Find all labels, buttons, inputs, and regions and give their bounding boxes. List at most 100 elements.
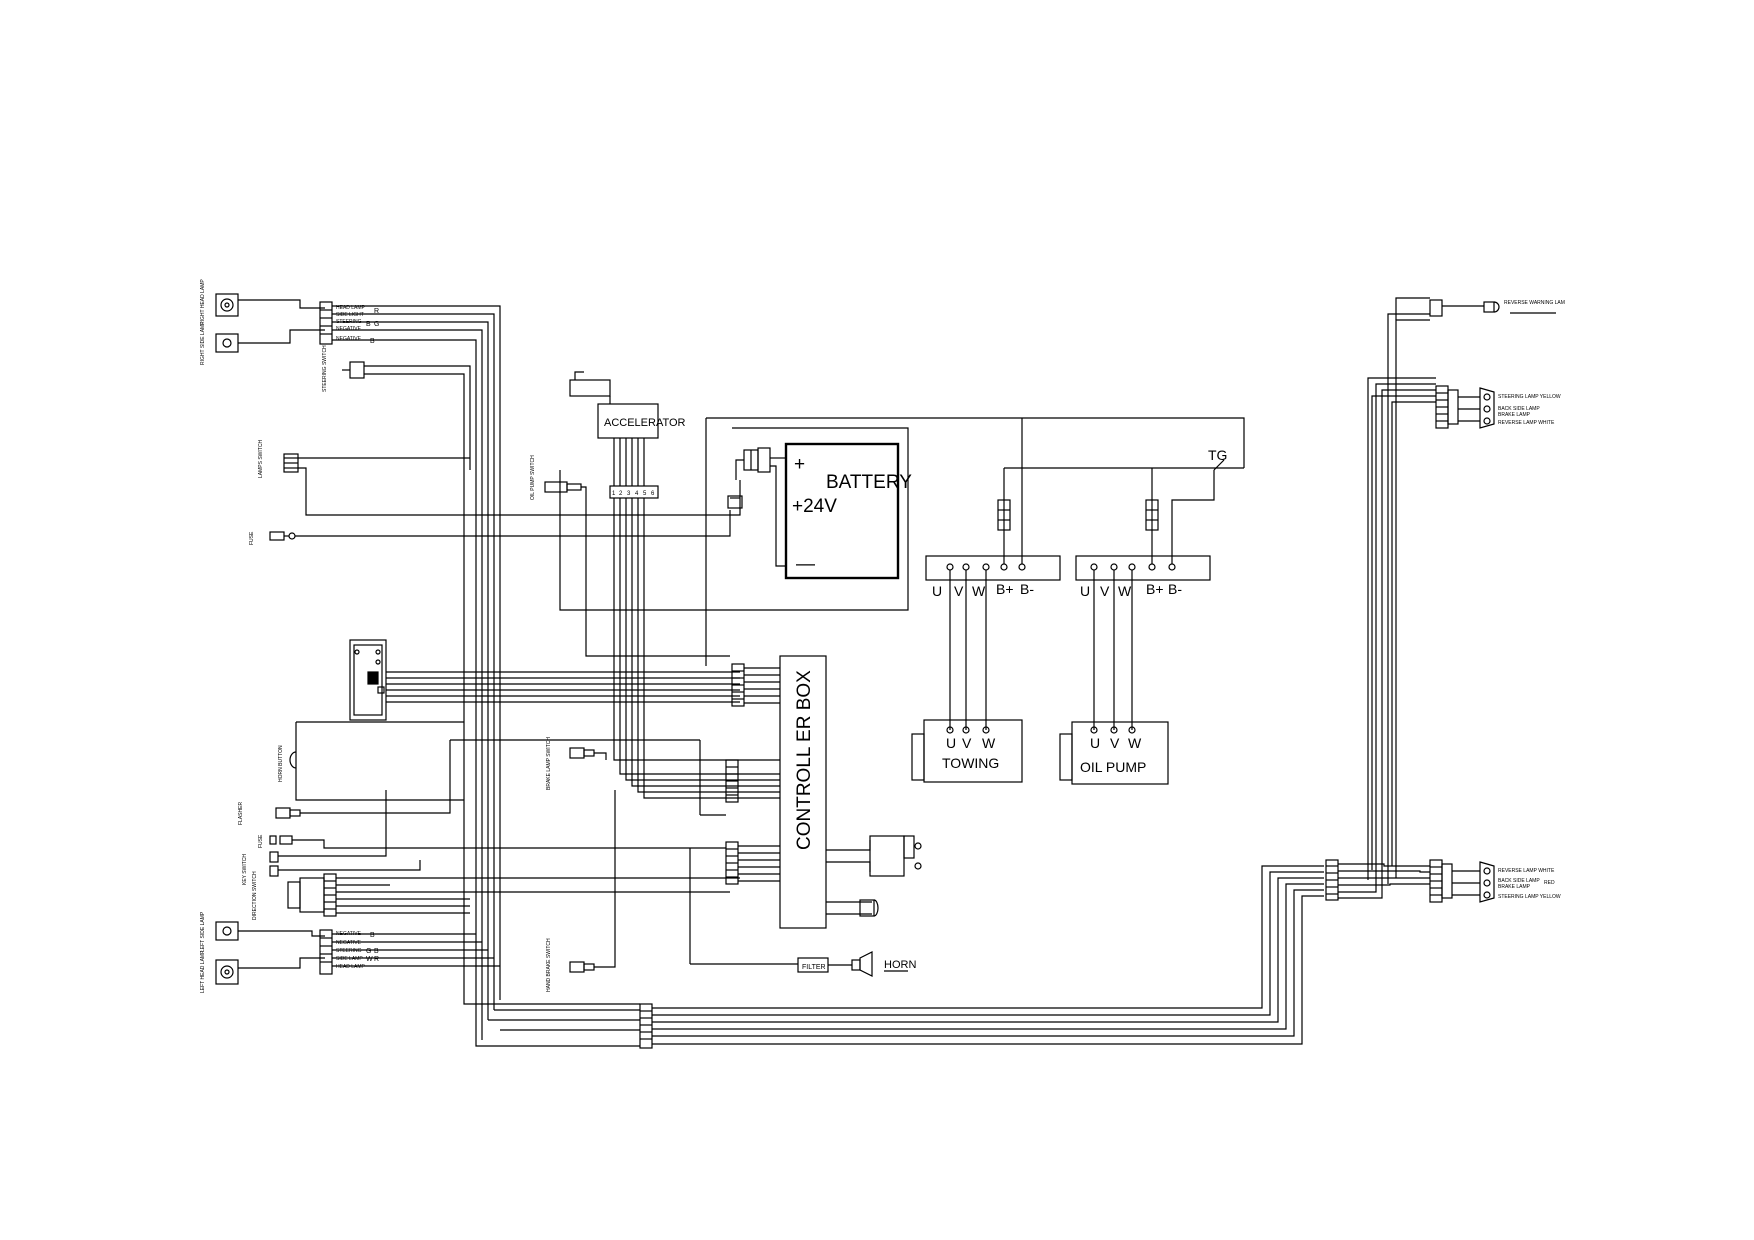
top-wire-color-4: B (370, 338, 375, 345)
horn-button-label: HORN BUTTON (278, 745, 284, 782)
top-wire-color-1: R (374, 308, 379, 315)
towing-ctrl-bplus: B+ (996, 581, 1014, 597)
top-wire-color-2: B (366, 321, 371, 328)
battery-plus: + (794, 454, 805, 475)
towing-motor-w: W (982, 735, 996, 751)
acc-pin-6: 6 (651, 491, 655, 497)
oil-motor-w: W (1128, 735, 1142, 751)
oil-pump-switch-label: OIL PUMP SWITCH (530, 455, 536, 500)
left-head-lamp-label: LEFT HEAD LAMP (200, 950, 206, 993)
oil-pump-switch (544, 481, 730, 657)
left-head-lamp (215, 957, 325, 985)
acc-pin-1: 1 (612, 491, 616, 497)
controller-box: CONTROLL ER BOX (779, 655, 827, 929)
direction-switch-label: DIRECTION SWITCH (252, 871, 258, 920)
controller-connector-top (731, 663, 780, 707)
acc-pin-5: 5 (643, 491, 647, 497)
upper-lamp-4: REVERSE LAMP WHITE (1498, 420, 1555, 426)
right-side-lamp (215, 329, 325, 353)
top-left-connector: HEAD LAMP SIDE LIGHT STEERING NEGATIVE N… (319, 301, 379, 345)
left-side-lamp (215, 921, 325, 941)
battery: + BATTERY +24V — (559, 417, 1245, 666)
bottom-conn-label-5: HEAD LAMP (336, 964, 366, 970)
controller-label: CONTROLL ER BOX (794, 670, 815, 850)
battery-minus: — (796, 554, 815, 575)
fuse-middle-label: FUSE (258, 834, 264, 848)
acc-pin-4: 4 (635, 491, 639, 497)
lower-lamp-4: STEERING LAMP YELLOW (1498, 894, 1561, 900)
direction-switch (287, 873, 740, 917)
accelerator: ACCELERATOR 1 2 3 4 5 6 (569, 371, 780, 799)
filter: FILTER (689, 848, 852, 973)
lower-lamp-2: BACK SIDE LAMP (1498, 878, 1540, 884)
towing-ctrl-w: W (972, 583, 986, 599)
hand-brake-switch-label: HAND BRAKE SWITCH (546, 938, 552, 992)
key-switch (269, 790, 421, 877)
oil-pump-controller: U V W B+ B- (1075, 468, 1215, 730)
battery-voltage: +24V (792, 496, 837, 517)
right-trunk-connector (1325, 859, 1339, 901)
upper-lamp-3: BRAKE LAMP (1498, 412, 1531, 418)
upper-lamp-1: STEERING LAMP YELLOW (1498, 394, 1561, 400)
towing-motor-u: U (946, 735, 956, 751)
horn: HORN (851, 951, 916, 977)
flasher (275, 740, 451, 819)
bottom-conn-label-3: STEERING (336, 948, 362, 954)
battery-connector (727, 447, 786, 567)
flasher-label: FLASHER (238, 802, 244, 825)
brake-lamp-switch-label: BRAKE LAMP SWITCH (546, 737, 552, 790)
lower-rear-lamps: REVERSE LAMP WHITE BACK SIDE LAMP BRAKE … (1429, 859, 1561, 903)
towing-ctrl-u: U (932, 583, 942, 599)
bottom-wire-color-4: W (366, 956, 373, 963)
towing-ctrl-v: V (954, 583, 964, 599)
towing-motor: U V W TOWING (911, 719, 1023, 783)
oil-ctrl-w: W (1118, 583, 1132, 599)
bottom-trunk-connector (639, 1003, 653, 1049)
bottom-plug (826, 899, 879, 917)
right-head-lamp (215, 293, 325, 317)
steering-switch (342, 361, 471, 1000)
horn-label: HORN (884, 959, 916, 971)
lower-lamp-3: BRAKE LAMP (1498, 884, 1531, 890)
top-conn-label-4: NEGATIVE (336, 326, 362, 332)
oil-ctrl-bminus: B- (1168, 581, 1182, 597)
oil-motor-u: U (1090, 735, 1100, 751)
hand-brake-switch (569, 790, 616, 973)
upper-rear-lamps: STEERING LAMP YELLOW BACK SIDE LAMP BRAK… (1435, 385, 1561, 429)
oil-ctrl-v: V (1100, 583, 1110, 599)
fuse-top (269, 510, 731, 541)
upper-lamp-2: BACK SIDE LAMP (1498, 406, 1540, 412)
right-side-lamp-label: RIGHT SIDE LAMP (200, 321, 206, 365)
bottom-left-connector: NEGATIVE NEGATIVE STEERING SIDE LAMP HEA… (319, 929, 379, 975)
oil-pump-label: OIL PUMP (1080, 759, 1146, 775)
acc-pin-2: 2 (619, 491, 623, 497)
top-conn-label-5: NEGATIVE (336, 336, 362, 342)
battery-label: BATTERY (826, 472, 912, 493)
horn-plug (826, 835, 922, 877)
towing-label: TOWING (942, 755, 999, 771)
bottom-conn-label-4: SIDE LAMP (336, 956, 363, 962)
controller-connector-bottom (725, 841, 780, 885)
bottom-wire-color-3: G (366, 948, 371, 955)
oil-ctrl-u: U (1080, 583, 1090, 599)
bottom-conn-label-2: NEGATIVE (336, 940, 362, 946)
left-side-lamp-label: LEFT SIDE LAMP (200, 911, 206, 952)
dashboard-display (349, 639, 740, 721)
top-conn-label-1: HEAD LAMP (336, 305, 366, 311)
oil-motor-v: V (1110, 735, 1120, 751)
reverse-warning-label: REVERSE WARNING LAM (1504, 300, 1565, 306)
top-conn-label-2: SIDE LIGHT (336, 312, 364, 318)
oil-ctrl-bplus: B+ (1146, 581, 1164, 597)
top-wire-color-3: G (374, 321, 379, 328)
horn-button (289, 721, 464, 801)
reverse-warning-lamp: REVERSE WARNING LAM (1395, 297, 1565, 320)
towing-controller: U V W B+ B- (925, 418, 1244, 730)
fuse-top-label: FUSE (249, 531, 255, 545)
bottom-wire-color-2: B (374, 948, 379, 955)
lamp-switch-label: LAMPS SWITCH (258, 440, 264, 478)
steering-switch-label: STEERING SWITCH (322, 345, 328, 392)
lower-lamp-red: RED (1544, 880, 1555, 886)
filter-label: FILTER (802, 964, 826, 971)
oil-pump-motor: U V W OIL PUMP (1059, 721, 1169, 785)
